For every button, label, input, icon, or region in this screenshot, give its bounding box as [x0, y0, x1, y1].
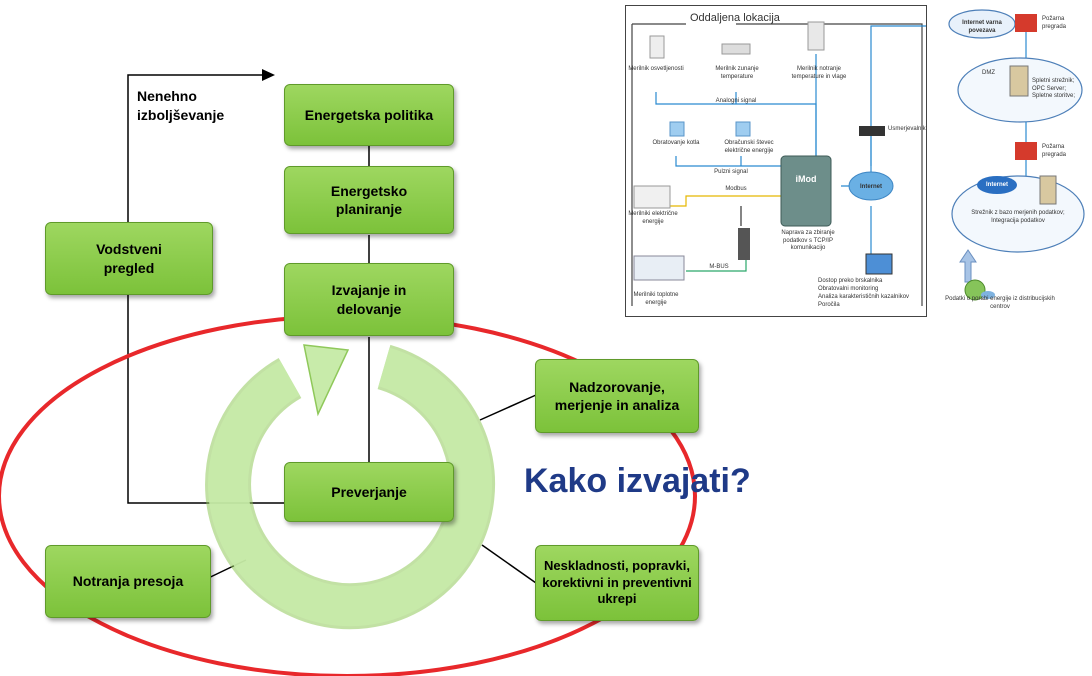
remote-location-diagram: Oddaljena lokacija Merilnik osvetljenost… — [625, 5, 927, 317]
energy-planning-box: Energetsko planiranje — [284, 166, 454, 234]
dmz-servers-label: Spletni strežnik; OPC Server; Spletne st… — [1032, 78, 1076, 99]
monitoring-box: Nadzorovanje, merjenje in analiza — [535, 359, 699, 433]
nonconformities-label: Neskladnosti, popravki, korektivni in pr… — [542, 557, 692, 607]
pulse-signal-label: Pulzni signal — [714, 169, 748, 175]
cycle-arrow — [205, 344, 496, 630]
sensor-label-2: Merilnik zunanje temperature — [715, 66, 759, 80]
implementation-box: Izvajanje in delovanje — [284, 263, 454, 336]
energy-policy-label: Energetska politika — [304, 106, 434, 123]
management-review-label: Vodstveni pregled — [96, 241, 162, 276]
internal-audit-label: Notranja presoja — [72, 573, 184, 590]
improvement-connector — [127, 74, 268, 250]
browser-access-2: Obratovalni monitoring — [818, 286, 879, 292]
network-lines — [631, 21, 926, 306]
imod-brand: iMod — [795, 174, 817, 184]
modbus-label: Modbus — [725, 186, 747, 192]
cloud-internet-label: Internet — [985, 182, 1008, 188]
sensor-label-1: Merilnik osvetljenosti — [628, 66, 684, 72]
firewall-label-1: Požarna pregrada — [1042, 16, 1067, 30]
energy-policy-box: Energetska politika — [284, 84, 454, 146]
pulse-device-label-1: Obratovanje kotla — [652, 140, 700, 146]
distribution-label: Podatki o porabi energije iz distribucij… — [945, 296, 1055, 310]
heat-meters-label: Merilniki toplotne energije — [633, 292, 679, 306]
management-review-box: Vodstveni pregled — [45, 222, 213, 295]
internal-audit-box: Notranja presoja — [45, 545, 211, 618]
mbus-label: M-BUS — [709, 264, 729, 270]
pulse-device-label-2: Obračunski števec električne energije — [724, 140, 774, 154]
secure-link-label: Internet varna povezava — [962, 20, 1002, 34]
browser-access-3: Analiza karakterističnih kazalnikov — [818, 294, 910, 300]
energy-planning-label: Energetsko planiranje — [330, 182, 408, 217]
browser-access-4: Poročila — [818, 302, 840, 308]
dmz-label: DMZ — [982, 70, 995, 76]
monitoring-label: Nadzorovanje, merjenje in analiza — [554, 378, 680, 413]
db-server-label: Strežnik z bazo merjenih podatkov; Integ… — [971, 210, 1065, 224]
checking-label: Preverjanje — [331, 483, 407, 500]
continuous-improvement-label: Nenehno izboljševanje — [137, 88, 225, 123]
electricity-meters-label: Merilniki električne energije — [628, 211, 678, 225]
implementation-label: Izvajanje in delovanje — [331, 282, 407, 317]
nonconformities-box: Neskladnosti, popravki, korektivni in pr… — [535, 545, 699, 621]
page-heading: Kako izvajati? — [524, 462, 751, 500]
sensor-label-3: Merilnik notranje temperature in vlage — [791, 66, 847, 80]
checking-box: Preverjanje — [284, 462, 454, 522]
browser-access-1: Dostop preko brskalnika — [818, 278, 883, 284]
firewall-label-2: Požarna pregrada — [1042, 144, 1067, 158]
analog-signal-label: Analogni signal — [715, 98, 757, 104]
internet-label: Internet — [859, 184, 882, 190]
network-title: Oddaljena lokacija — [690, 12, 780, 24]
device-description: Naprava za zbiranje podatkov s TCP/IP ko… — [781, 230, 835, 251]
router-label: Usmerjevalnik — [888, 126, 926, 132]
